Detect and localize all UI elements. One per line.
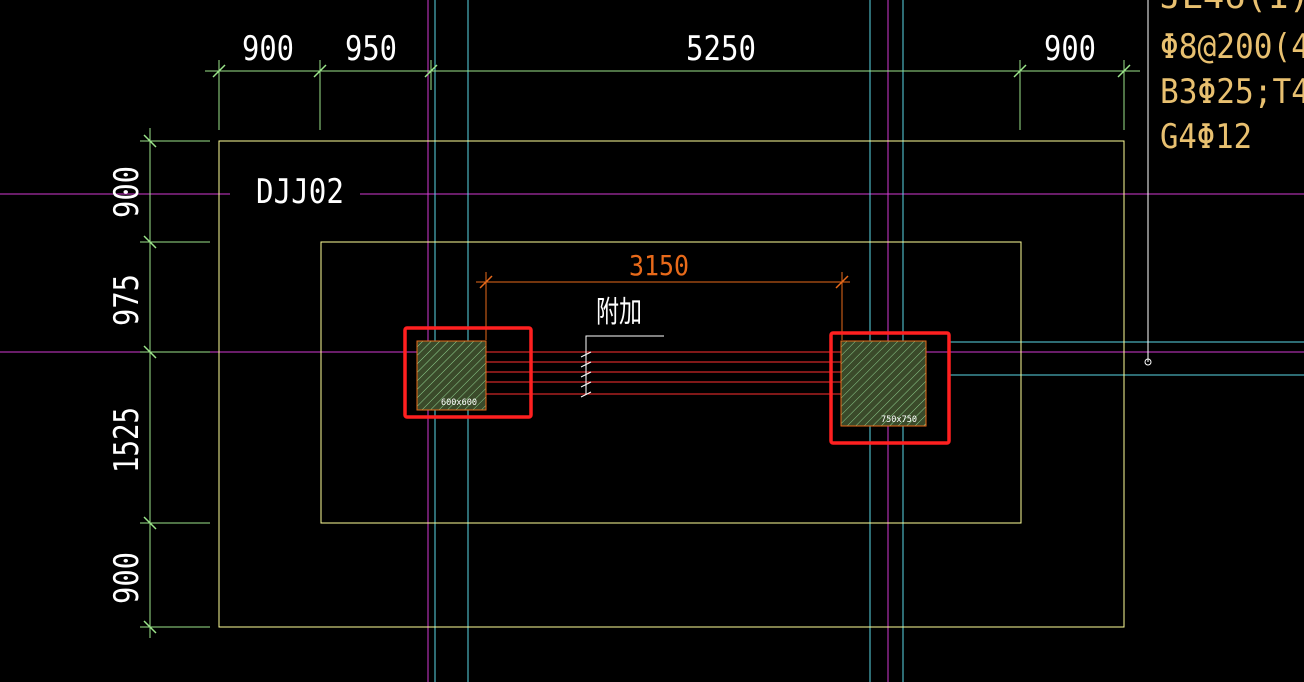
top-dim-tick-4: [1013, 64, 1027, 78]
footing-outlines: DJJ02: [218, 140, 1125, 628]
footing-outer-outline: [218, 140, 1125, 628]
inner-dim-tick-1: [479, 275, 493, 289]
left-dim-label-2: 975: [107, 274, 147, 326]
column-left-label: 600x600: [441, 398, 477, 408]
top-dim-label-2: 950: [345, 29, 397, 69]
axis-endpoint-marker: [1144, 358, 1152, 366]
top-dim-tick-2: [313, 64, 327, 78]
column-right: 750x750: [829, 331, 951, 445]
column-right-label: 750x750: [881, 415, 917, 425]
rebar-group: 附加: [486, 295, 842, 398]
note-line-4: G4Φ12: [1160, 117, 1252, 157]
top-dim-label-3: 5250: [686, 29, 756, 69]
left-dim-tick-1: [143, 134, 157, 148]
leader-tick: [580, 351, 592, 358]
footing-label-mask: [230, 165, 360, 210]
column-right-hatch: [840, 340, 927, 427]
rebar-notes: JL46(1) Φ8@200(4 B3Φ25;T4 G4Φ12: [1160, 0, 1304, 157]
leader-tick: [580, 361, 592, 368]
additional-label: 附加: [596, 295, 642, 330]
left-dim-label-1: 900: [107, 166, 147, 218]
leader-tick: [580, 371, 592, 378]
leader-tick: [580, 391, 592, 398]
note-line-2: Φ8@200(4: [1160, 27, 1304, 67]
column-left-highlight: [403, 326, 533, 419]
top-dim-tick-5: [1117, 64, 1131, 78]
left-dim-label-3: 1525: [107, 407, 147, 473]
column-left-hatch: [416, 340, 487, 411]
column-right-highlight: [829, 331, 951, 445]
note-line-1: JL46(1): [1160, 0, 1304, 17]
column-left: 600x600: [403, 326, 533, 419]
left-dim-tick-3: [143, 345, 157, 359]
left-dimension-chain: 900 975 1525 900: [107, 128, 210, 638]
top-dim-tick-3: [424, 64, 438, 78]
leader-tick: [580, 381, 592, 388]
inner-dim-label: 3150: [629, 249, 689, 282]
additional-label-leader: [585, 335, 664, 395]
footing-label: DJJ02: [256, 172, 344, 212]
top-dimension-chain: 900 950 5250 900: [205, 29, 1140, 130]
inner-dim-tick-2: [835, 275, 849, 289]
note-line-3: B3Φ25;T4: [1160, 72, 1304, 112]
left-dim-tick-2: [143, 235, 157, 249]
top-dim-label-1: 900: [242, 29, 294, 69]
top-dim-tick-1: [212, 64, 226, 78]
inner-dimension: 3150: [476, 249, 850, 340]
left-dim-label-4: 900: [107, 552, 147, 604]
left-dim-tick-4: [143, 516, 157, 530]
top-dim-label-4: 900: [1044, 29, 1096, 69]
footing-inner-outline: [320, 241, 1022, 524]
left-dim-tick-5: [143, 620, 157, 634]
